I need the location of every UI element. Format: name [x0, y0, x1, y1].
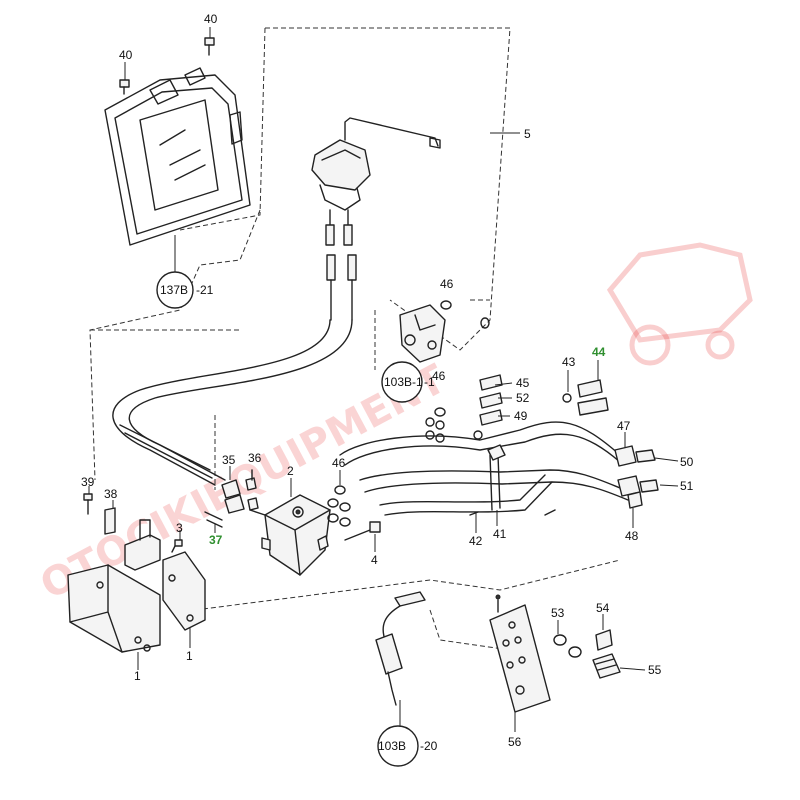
- callout-41: 41: [493, 527, 507, 541]
- callout-5: 5: [524, 127, 531, 141]
- hydraulic-pipes: [339, 421, 629, 516]
- callout-4: 4: [371, 553, 378, 567]
- callout-1-left: 1: [134, 669, 141, 683]
- window-frame: [104, 67, 251, 272]
- ref-137b-21: 137B -21: [156, 271, 214, 309]
- callout-38: 38: [104, 487, 118, 501]
- callout-40-upper: 40: [204, 12, 218, 26]
- ref-137b-suffix: -21: [196, 283, 214, 297]
- callout-46-low: 46: [332, 456, 346, 470]
- watermark-tractor-logo: [606, 242, 753, 366]
- callout-1-right: 1: [186, 649, 193, 663]
- callout-35: 35: [222, 453, 236, 467]
- callout-52: 52: [516, 391, 530, 405]
- callout-53: 53: [551, 606, 565, 620]
- o-rings-46-lower: [327, 470, 351, 527]
- control-cables: [112, 319, 353, 486]
- main-valve: [249, 478, 331, 576]
- ref-103b20-label: 103B: [378, 739, 406, 753]
- callout-39: 39: [81, 475, 95, 489]
- callout-56: 56: [508, 735, 522, 749]
- callout-45: 45: [516, 376, 530, 390]
- callout-2: 2: [287, 464, 294, 478]
- ref-103b1-label: 103B-1: [384, 375, 423, 389]
- control-lever: [311, 117, 520, 321]
- callout-46-mid: 46: [432, 369, 446, 383]
- bolt-40-lower: [119, 62, 130, 95]
- plate-56: [489, 594, 551, 732]
- switch-103b: [375, 591, 426, 728]
- fittings-53-55: [553, 614, 646, 679]
- ref-103b20-suffix: -20: [420, 739, 438, 753]
- dashed-outlines: [89, 27, 621, 651]
- fittings-35-37: [204, 466, 259, 533]
- ref-137b-label: 137B: [160, 283, 188, 297]
- bolt-43: [562, 360, 609, 416]
- ref-103b-20: 103B -20: [377, 725, 438, 767]
- callout-40-lower: 40: [119, 48, 133, 62]
- callout-54: 54: [596, 601, 610, 615]
- callout-labels: 40 40 5 46 46 46 45 52 49 43 44 47 50 51…: [81, 12, 694, 749]
- callout-37: 37: [209, 533, 223, 547]
- callout-36: 36: [248, 451, 262, 465]
- ref-103b1-suffix: -1: [424, 375, 435, 389]
- valve-block-upper: [399, 304, 446, 363]
- bracket-39-38: [83, 486, 183, 553]
- callout-43: 43: [562, 355, 576, 369]
- ref-103b-1-1: 103B-1 -1: [381, 361, 435, 403]
- callout-51: 51: [680, 479, 694, 493]
- callout-3: 3: [176, 521, 183, 535]
- callout-55: 55: [648, 663, 662, 677]
- callout-47: 47: [617, 419, 631, 433]
- leaders-42-41: [475, 510, 498, 533]
- pipe-end-fittings: [614, 432, 679, 528]
- callout-50: 50: [680, 455, 694, 469]
- mounting-plates: [67, 519, 206, 670]
- callout-48: 48: [625, 529, 639, 543]
- bolt-40-upper: [204, 27, 215, 56]
- callout-49: 49: [514, 409, 528, 423]
- bolt-4: [344, 521, 381, 552]
- callout-44: 44: [592, 345, 606, 359]
- callout-46-top: 46: [440, 277, 454, 291]
- callout-42: 42: [469, 534, 483, 548]
